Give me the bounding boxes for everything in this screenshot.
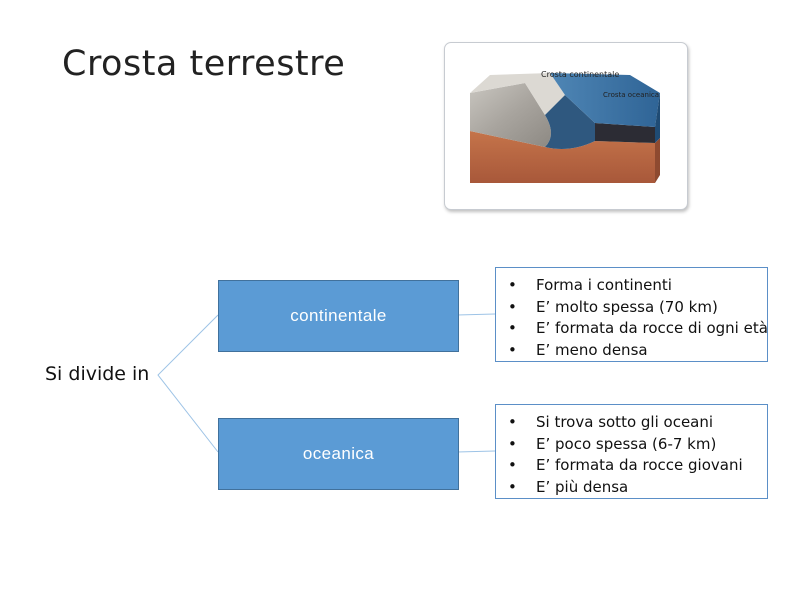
crust-block-diagram: Crosta continentale Crosta oceanica [470,70,660,183]
property-item: Si trova sotto gli oceani [496,412,767,434]
label-oceanic-crust: Crosta oceanica [603,91,659,99]
ocean-water [550,73,660,127]
mantle-side [655,138,660,183]
continental-crust-top [470,73,565,115]
node-continentale: continentale [218,280,459,352]
property-item: E’ più densa [496,477,767,499]
label-continental-crust: Crosta continentale [541,70,619,79]
property-item: E’ poco spessa (6-7 km) [496,434,767,456]
property-item: E’ meno densa [496,340,767,362]
crust-illustration: Crosta continentale Crosta oceanica [444,42,688,210]
properties-continentale: Forma i continenti E’ molto spessa (70 k… [495,267,768,362]
ocean-side [655,93,660,143]
continental-slope [545,95,595,149]
slide-title: Crosta terrestre [62,44,346,84]
root-label: Si divide in [45,363,150,385]
connector-root-to-nodes [157,314,219,453]
connector-continental [456,313,496,316]
continental-crust-front [470,83,551,147]
mantle-layer [470,131,655,183]
node-oceanica: oceanica [218,418,459,490]
property-item: E’ formata da rocce di ogni età [496,318,768,340]
property-item: E’ formata da rocce giovani [496,455,767,477]
connector-oceanic [456,450,496,453]
oceanic-crust-layer [595,123,655,143]
properties-oceanica: Si trova sotto gli oceani E’ poco spessa… [495,404,768,499]
property-item: E’ molto spessa (70 km) [496,297,767,319]
property-item: Forma i continenti [496,275,767,297]
